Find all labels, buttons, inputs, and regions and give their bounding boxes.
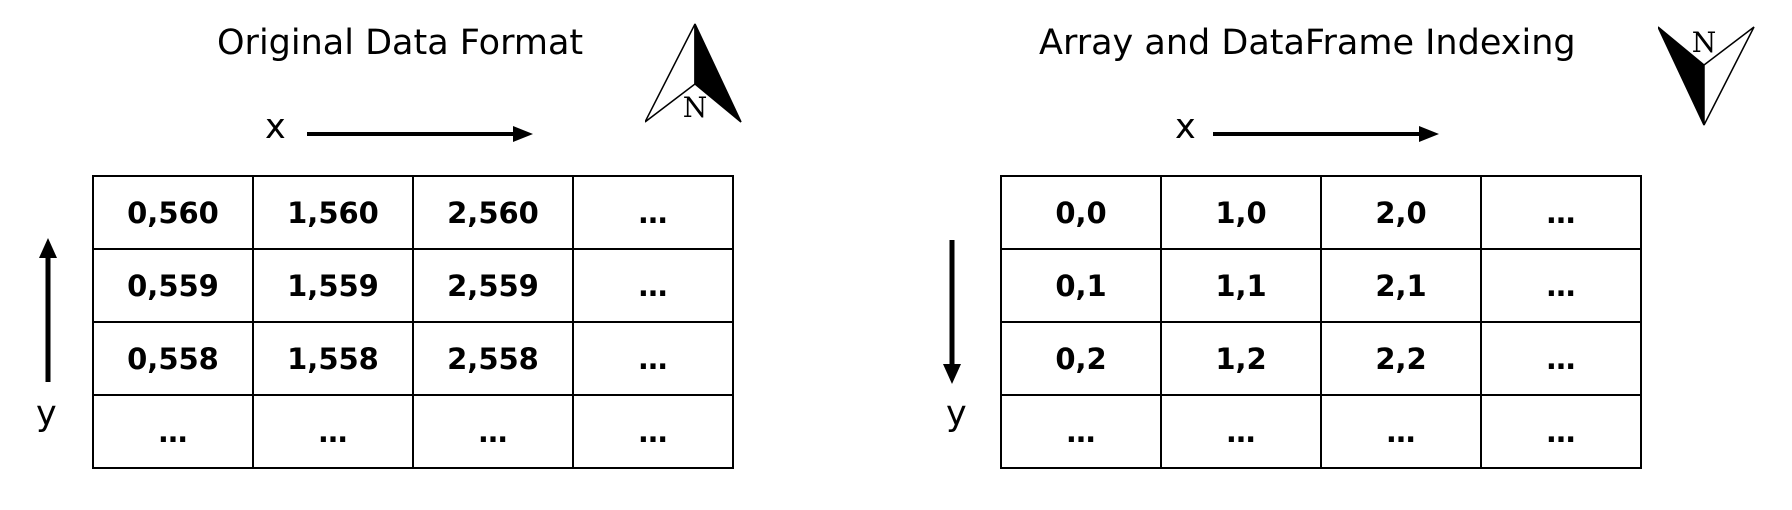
grid-row: … … … …	[1000, 394, 1642, 469]
grid-cell: …	[572, 248, 734, 323]
grid-cell: 1,1	[1160, 248, 1322, 323]
grid-cell: …	[572, 394, 734, 469]
grid-cell: 1,0	[1160, 175, 1322, 250]
panel-title: Original Data Format	[217, 23, 584, 63]
grid-cell: 0,0	[1000, 175, 1162, 250]
grid-cell: …	[1160, 394, 1322, 469]
grid-cell: 0,2	[1000, 321, 1162, 396]
y-arrow-up-icon	[39, 238, 57, 382]
grid-cell: 2,0	[1320, 175, 1482, 250]
compass-label: N	[1692, 26, 1717, 59]
grid-cell: 2,559	[412, 248, 574, 323]
grid-cell: …	[92, 394, 254, 469]
compass-label: N	[683, 91, 708, 124]
grid-cell: 1,559	[252, 248, 414, 323]
grid-cell: 1,558	[252, 321, 414, 396]
grid-cell: …	[252, 394, 414, 469]
grid-row: 0,558 1,558 2,558 …	[92, 321, 734, 396]
grid-cell: 1,2	[1160, 321, 1322, 396]
y-arrow-down-icon	[943, 240, 961, 384]
grid-row: 0,559 1,559 2,559 …	[92, 248, 734, 323]
coordinate-grid: 0,560 1,560 2,560 … 0,559 1,559 2,559 … …	[92, 175, 734, 469]
array-dataframe-indexing-panel: Array and DataFrame Indexing N x y 0,0 1…	[896, 0, 1792, 510]
panel-title: Array and DataFrame Indexing	[1039, 23, 1576, 63]
north-arrow-icon: N	[645, 23, 742, 124]
x-arrow-icon	[307, 126, 533, 142]
x-axis-label: x	[265, 107, 286, 147]
grid-cell: …	[1480, 248, 1642, 323]
grid-cell: …	[1480, 394, 1642, 469]
grid-cell: …	[572, 175, 734, 250]
grid-cell: 0,1	[1000, 248, 1162, 323]
grid-row: 0,2 1,2 2,2 …	[1000, 321, 1642, 396]
x-axis-label: x	[1175, 107, 1196, 147]
grid-cell: 0,558	[92, 321, 254, 396]
grid-cell: 2,1	[1320, 248, 1482, 323]
grid-cell: 0,560	[92, 175, 254, 250]
grid-cell: …	[1320, 394, 1482, 469]
x-arrow-icon	[1213, 126, 1439, 142]
grid-row: 0,0 1,0 2,0 …	[1000, 175, 1642, 250]
grid-cell: …	[412, 394, 574, 469]
y-axis-label: y	[36, 394, 57, 434]
grid-cell: 0,559	[92, 248, 254, 323]
grid-cell: 2,2	[1320, 321, 1482, 396]
y-axis-label: y	[946, 394, 967, 434]
grid-row: … … … …	[92, 394, 734, 469]
grid-cell: …	[1480, 175, 1642, 250]
original-data-format-panel: Original Data Format N x y 0,560 1,560 2…	[36, 23, 742, 469]
grid-cell: 2,560	[412, 175, 574, 250]
grid-cell: 2,558	[412, 321, 574, 396]
grid-cell: …	[572, 321, 734, 396]
coordinate-grid: 0,0 1,0 2,0 … 0,1 1,1 2,1 … 0,2 1,2 2,2 …	[1000, 175, 1642, 469]
grid-cell: …	[1480, 321, 1642, 396]
grid-row: 0,1 1,1 2,1 …	[1000, 248, 1642, 323]
grid-cell: …	[1000, 394, 1162, 469]
grid-row: 0,560 1,560 2,560 …	[92, 175, 734, 250]
north-arrow-inverted-icon: N	[1658, 26, 1755, 126]
grid-cell: 1,560	[252, 175, 414, 250]
